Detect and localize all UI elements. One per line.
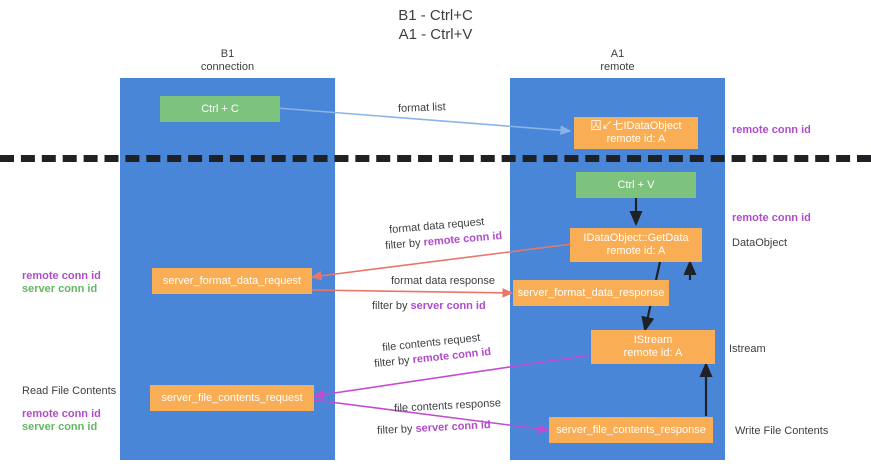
side-label-left-server-conn-id: server conn id [22,283,98,295]
node-istream-sub: remote id: A [623,347,683,359]
node-server-file-contents-response[interactable]: server_file_contents_response [549,417,713,443]
page-title: B1 - Ctrl+C A1 - Ctrl+V [398,7,473,43]
swimlane-a1-header: A1 remote [600,48,635,73]
node-server-format-data-request[interactable]: server_format_data_request [152,268,312,294]
node-getdata-sub: remote id: A [606,245,666,257]
node-idataobject-getdata[interactable]: IDataObject::GetData remote id: A [570,228,702,262]
edge-label-file-contents-response: file contents response [393,397,502,415]
node-istream-label: IStream [633,334,673,346]
node-ctrl-c[interactable]: Ctrl + C [160,96,280,122]
filter-prefix: filter by [373,354,414,371]
filter-prefix: filter by [372,300,411,312]
edge-label-format-data-response-filter: filter by server conn id [372,299,486,313]
edge-label-format-list: format list [397,101,446,115]
swimlane-b1-header: B1 connection [200,48,255,73]
node-fmt-req-label: server_format_data_request [162,274,302,287]
node-ctrl-v-label: Ctrl + V [617,178,655,191]
node-idataobject-label: 囚↙七IDataObject [590,120,682,132]
side-label-read-file-contents: Read File Contents [22,385,117,397]
edge-label-format-data-response: format data response [391,275,495,287]
node-fmt-resp-label: server_format_data_response [517,286,665,299]
filter-key: server conn id [415,419,491,435]
node-idataobject[interactable]: 囚↙七IDataObject remote id: A [574,117,698,149]
node-file-req-label: server_file_contents_request [161,391,303,404]
side-label-left-low-remote-conn-id: remote conn id [22,408,101,420]
filter-key: server conn id [410,300,486,312]
node-idataobject-sub: remote id: A [606,133,666,145]
side-label-left-remote-conn-id: remote conn id [22,270,101,282]
node-file-resp-label: server_file_contents_response [556,423,706,436]
side-label-left-low-server-conn-id: server conn id [22,421,98,433]
node-server-format-data-response[interactable]: server_format_data_response [513,280,669,306]
node-ctrl-v[interactable]: Ctrl + V [576,172,696,198]
node-istream[interactable]: IStream remote id: A [591,330,715,364]
side-label-write-file-contents: Write File Contents [735,425,829,437]
phase-divider [0,155,871,162]
side-label-right-mid-remote-conn-id: remote conn id [732,212,811,224]
node-getdata-label: IDataObject::GetData [583,232,689,244]
edge-label-file-contents-response-filter: filter by server conn id [377,418,491,438]
node-ctrl-c-label: Ctrl + C [201,102,239,115]
filter-prefix: filter by [376,422,416,437]
edge-format-data-response [311,288,514,298]
side-label-right-top-remote-conn-id: remote conn id [732,124,811,136]
side-label-istream: Istream [729,343,766,355]
side-label-dataobject: DataObject [732,237,788,249]
filter-prefix: filter by [384,236,425,253]
node-server-file-contents-request[interactable]: server_file_contents_request [150,385,314,411]
